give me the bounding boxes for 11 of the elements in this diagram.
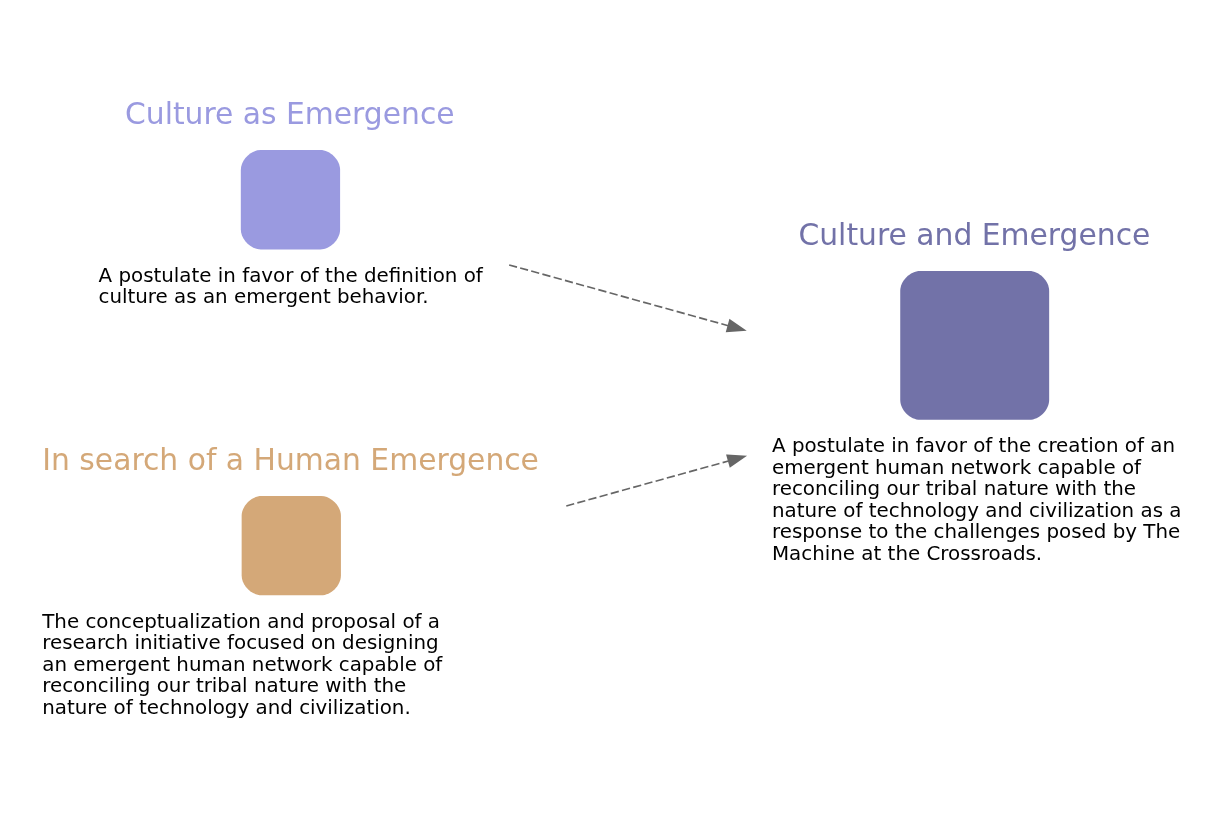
node-label: The conceptualization and proposal of a research initiative focused on designing an emergent human network capable of reconciling our tribal nature with the nature of technology and civilization. [42, 609, 443, 719]
node-label: A postulate in favor of the definition of culture as an emergent behavior. [98, 263, 483, 308]
node-label: A postulate in favor of the creation of an emergent human network capable of reconciling our tribal nature with the nature of technology and civilization as a response to the challenges posed by The Machine at the Crossroads. [771, 433, 1182, 565]
node-label: Culture as Emergence [124, 95, 455, 131]
node-label: In search of a Human Emergence [42, 441, 539, 477]
node-label: Culture and Emergence [798, 216, 1151, 252]
arrow [565, 453, 748, 507]
node-box-text [240, 149, 341, 249]
node-box-text [241, 495, 341, 595]
arrow [508, 263, 747, 332]
node-box-text [900, 270, 1050, 420]
